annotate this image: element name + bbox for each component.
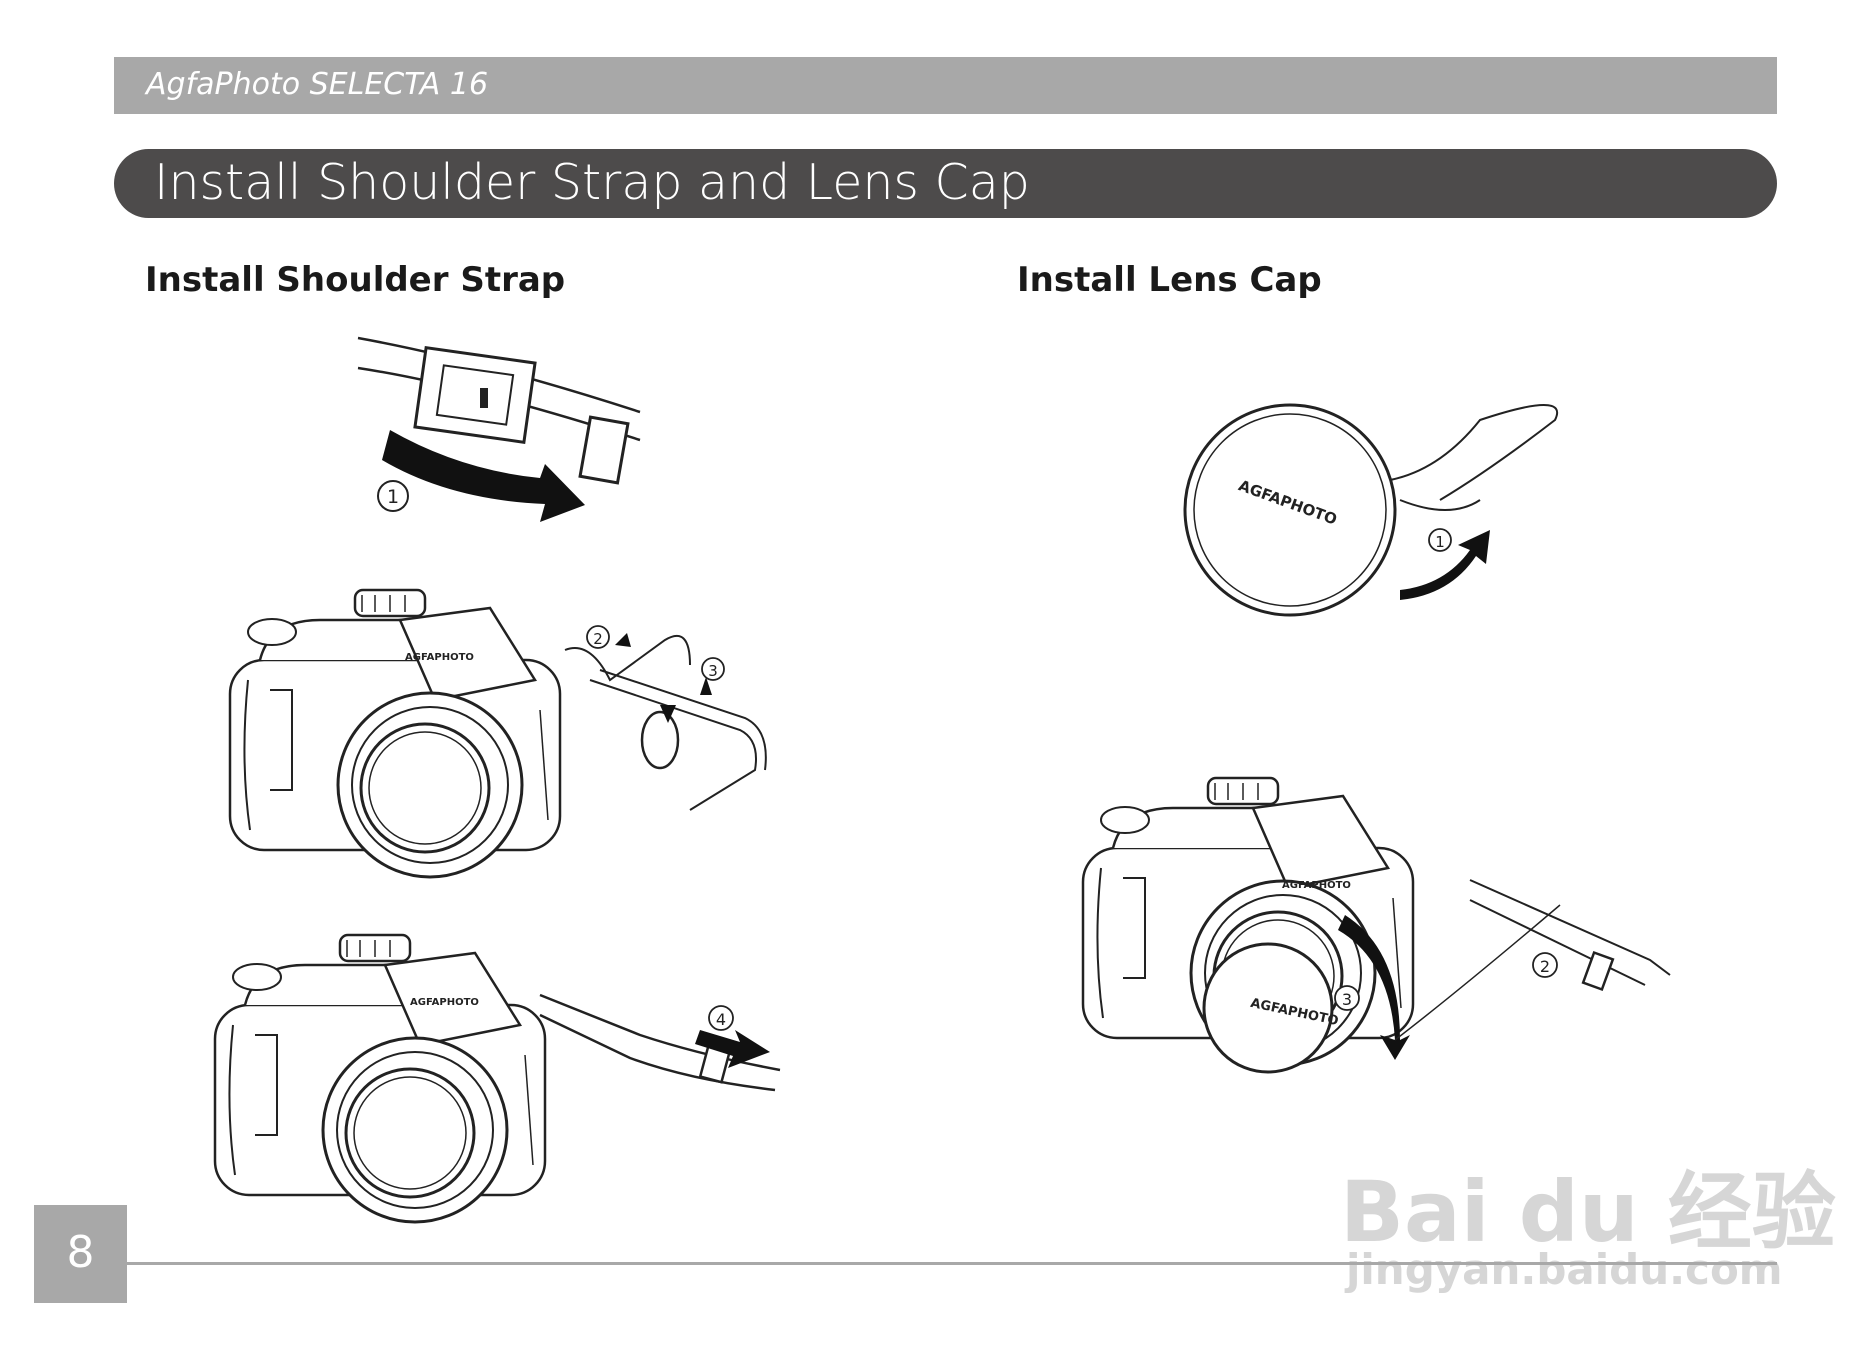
page-number: 8 (66, 1227, 95, 1278)
camera-strap-finished-illustration (213, 933, 781, 1224)
camera-strap-step-illustration (228, 588, 767, 879)
step-marker-2-cap: 2 (1532, 952, 1558, 978)
step-marker-4-strap: 4 (708, 1005, 734, 1031)
lens-cap-illustration (1183, 403, 1558, 617)
svg-text:4: 4 (716, 1010, 726, 1029)
title-banner: Install Shoulder Strap and Lens Cap (114, 149, 1777, 218)
svg-text:2: 2 (1540, 957, 1550, 976)
page-number-box: 8 (34, 1205, 127, 1303)
svg-text:2: 2 (593, 630, 603, 648)
watermark-url: jingyan.baidu.com (1346, 1245, 1783, 1294)
step-marker-2-strap: 2 (586, 625, 610, 649)
svg-text:1: 1 (387, 486, 399, 508)
step-marker-3-cap: 3 (1334, 985, 1360, 1011)
watermark-logo: Bai du 经验 (1340, 1163, 1836, 1261)
page-title: Install Shoulder Strap and Lens Cap (154, 154, 1030, 211)
section-heading-shoulder-strap: Install Shoulder Strap (145, 260, 566, 300)
svg-text:3: 3 (1342, 990, 1352, 1009)
brand-label-camera-3: AGFAPHOTO (1282, 880, 1351, 891)
section-heading-lens-cap: Install Lens Cap (1017, 260, 1322, 300)
footer-rule (127, 1262, 1777, 1265)
product-name: AgfaPhoto SELECTA 16 (146, 67, 489, 102)
brand-label-camera-2: AGFAPHOTO (410, 997, 479, 1008)
header-bar: AgfaPhoto SELECTA 16 (114, 57, 1777, 114)
svg-text:3: 3 (708, 662, 718, 680)
strap-buckle-illustration (357, 336, 641, 522)
step-marker-1-strap: 1 (377, 480, 409, 512)
brand-label-camera-1: AGFAPHOTO (405, 652, 474, 663)
step-markers: 1 2 3 4 1 2 3 (377, 480, 1558, 1031)
camera-lens-cap-illustration (1081, 776, 1671, 1074)
step-marker-3-strap: 3 (701, 657, 725, 681)
step-marker-1-cap: 1 (1428, 528, 1452, 552)
svg-text:1: 1 (1435, 533, 1445, 551)
